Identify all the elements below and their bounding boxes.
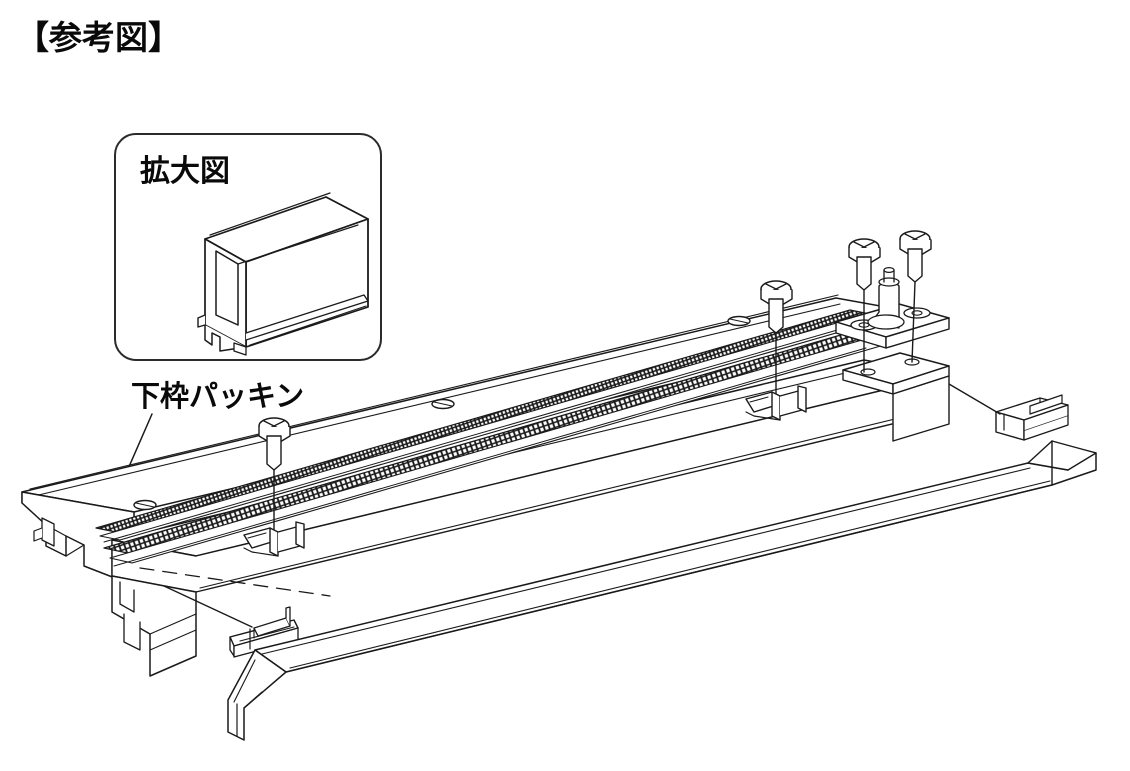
lower-gasket-strip bbox=[227, 440, 1097, 741]
assembly-line-left-gasket bbox=[163, 585, 253, 628]
clip-bracket-middle bbox=[745, 385, 807, 421]
pan-head-screw-middle bbox=[760, 280, 793, 334]
pivot-stud bbox=[867, 267, 905, 330]
gasket-end-piece-right bbox=[995, 394, 1069, 441]
page-title: 【参考図】 bbox=[16, 18, 181, 57]
assembly-line-right-gasket bbox=[948, 383, 1001, 415]
gasket-profile-drawing bbox=[150, 175, 378, 360]
clip-bracket-left bbox=[243, 521, 305, 557]
part-label-lower-frame-gasket: 下枠パッキン bbox=[131, 379, 305, 413]
pan-head-screw-right-a bbox=[848, 238, 881, 373]
leader-line-gasket bbox=[103, 413, 153, 525]
enlarged-view-title: 拡大図 bbox=[140, 154, 230, 189]
assembly-guide-line bbox=[139, 567, 331, 597]
mounting-block-assembly bbox=[835, 267, 950, 442]
pan-head-screw-right-b bbox=[899, 230, 932, 363]
gasket-end-piece-left bbox=[229, 606, 299, 658]
pan-head-screw-left bbox=[258, 417, 291, 471]
